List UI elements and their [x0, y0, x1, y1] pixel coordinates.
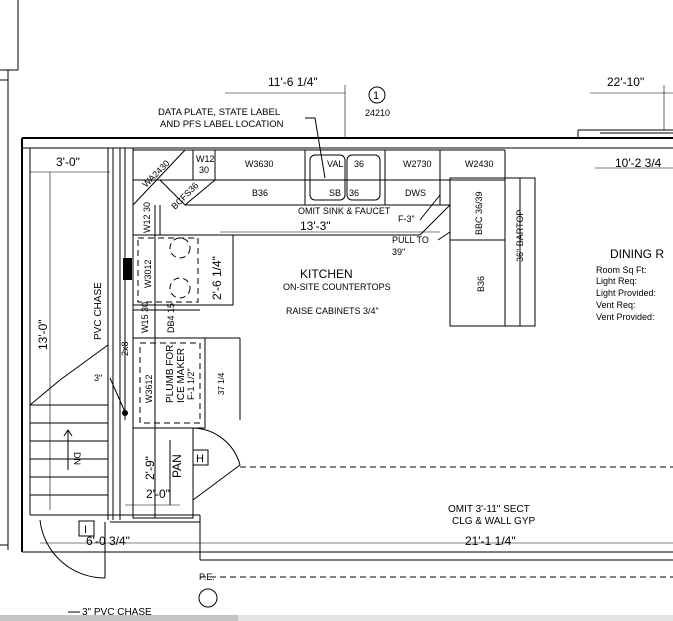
- pull-to-label: PULL TO: [392, 235, 429, 245]
- dim-37: 37 1/4: [217, 372, 226, 395]
- dining-line-3: Light Provided:: [596, 288, 656, 298]
- data-plate-line-1: DATA PLATE, STATE LABEL: [158, 107, 280, 118]
- omit-clg-line-2: CLG & WALL GYP: [452, 516, 536, 527]
- cab-w15: W15 30: [140, 302, 150, 333]
- cab-w12-bot: 30: [199, 165, 209, 175]
- dim-10-2: 10'-2 3/4: [615, 156, 662, 170]
- cabinetry: [123, 149, 536, 519]
- pull-39-label: 39": [392, 247, 405, 257]
- horizontal-scrollbar[interactable]: [0, 615, 673, 621]
- dn-label: DN: [72, 452, 82, 465]
- cab-sb: SB: [329, 188, 341, 198]
- dim-2-0: 2'-0": [146, 487, 170, 501]
- cab-w12-top: W12: [196, 154, 215, 164]
- pan-label: PAN: [170, 454, 184, 478]
- cab-sink-36a: 36: [354, 159, 364, 169]
- dim-22-10: 22'-10": [607, 75, 644, 89]
- cab-w3612: W3612: [144, 374, 154, 403]
- cab-bartop: 36" BARTOP: [515, 210, 525, 262]
- cab-w3630: W3630: [245, 159, 274, 169]
- dining-line-5: Vent Provided:: [596, 312, 655, 322]
- two-by-eight-label: 2x8: [120, 341, 130, 356]
- dim-3-0: 3'-0": [56, 155, 80, 169]
- dining-line-4: Vent Req:: [596, 300, 636, 310]
- cab-w2430: W2430: [465, 159, 494, 169]
- dim-11-6: 11'-6 1/4": [268, 75, 318, 89]
- stairs: [29, 344, 109, 496]
- cab-val: VAL: [327, 159, 343, 169]
- door-swing: [39, 519, 106, 579]
- dining-line-2: Light Req:: [596, 276, 637, 286]
- dim-21-1: 21'-1 1/4": [465, 534, 516, 548]
- tag-h: H: [196, 453, 204, 465]
- dimension-lines: [30, 85, 673, 578]
- cab-b36-island: B36: [476, 276, 486, 292]
- omit-clg-line-1: OMIT 3'-11" SECT: [448, 504, 530, 515]
- pvc-3-label: 3": [94, 373, 102, 383]
- detail-code: 24210: [365, 108, 390, 118]
- callout-leaders: [68, 86, 451, 613]
- omit-sink-label: OMIT SINK & FAUCET: [298, 206, 391, 216]
- cab-sink-36b: 36: [349, 188, 359, 198]
- cab-b36-top: B36: [252, 188, 268, 198]
- cab-w12-side: W12 30: [142, 202, 152, 233]
- cab-wa2430: WA2430: [140, 158, 171, 189]
- cab-w2730: W2730: [403, 159, 432, 169]
- dim-6-0: 6'-0 3/4": [86, 534, 130, 548]
- dining-line-1: Room Sq Ft:: [596, 265, 647, 275]
- f3-label: F-3": [398, 214, 415, 224]
- plumb-line-1: PLUMB FOR: [165, 345, 176, 403]
- detail-circle-number: 1: [373, 90, 379, 102]
- pe-label: P.E.: [199, 572, 215, 582]
- dim-13-0: 13'-0": [36, 319, 50, 350]
- room-raise: RAISE CABINETS 3/4": [286, 306, 379, 316]
- walls: [0, 0, 673, 561]
- dim-2-9: 2'-9": [143, 456, 157, 480]
- cab-db4: DB4 15: [166, 303, 176, 333]
- dim-2-6: 2'-6 1/4": [210, 256, 224, 300]
- plumb-line-2: ICE MAKER: [176, 348, 187, 403]
- scrollbar-thumb[interactable]: [0, 615, 238, 621]
- room-name-dining: DINING R: [610, 247, 664, 261]
- room-name-kitchen: KITCHEN: [300, 267, 353, 281]
- bottom-pvc-label: 3" PVC CHASE: [82, 607, 152, 618]
- cab-w3012: W3012: [143, 259, 153, 288]
- room-on-site: ON-SITE COUNTERTOPS: [283, 282, 391, 292]
- cab-bbc: BBC 36/39: [474, 191, 484, 235]
- cab-dws: DWS: [405, 188, 426, 198]
- pvc-chase-label: PVC CHASE: [93, 282, 104, 340]
- tag-i: I: [84, 524, 87, 536]
- data-plate-line-2: AND PFS LABEL LOCATION: [160, 119, 284, 130]
- plumb-line-3: F-1 1/2": [186, 368, 196, 400]
- dim-13-3: 13'-3": [300, 219, 331, 233]
